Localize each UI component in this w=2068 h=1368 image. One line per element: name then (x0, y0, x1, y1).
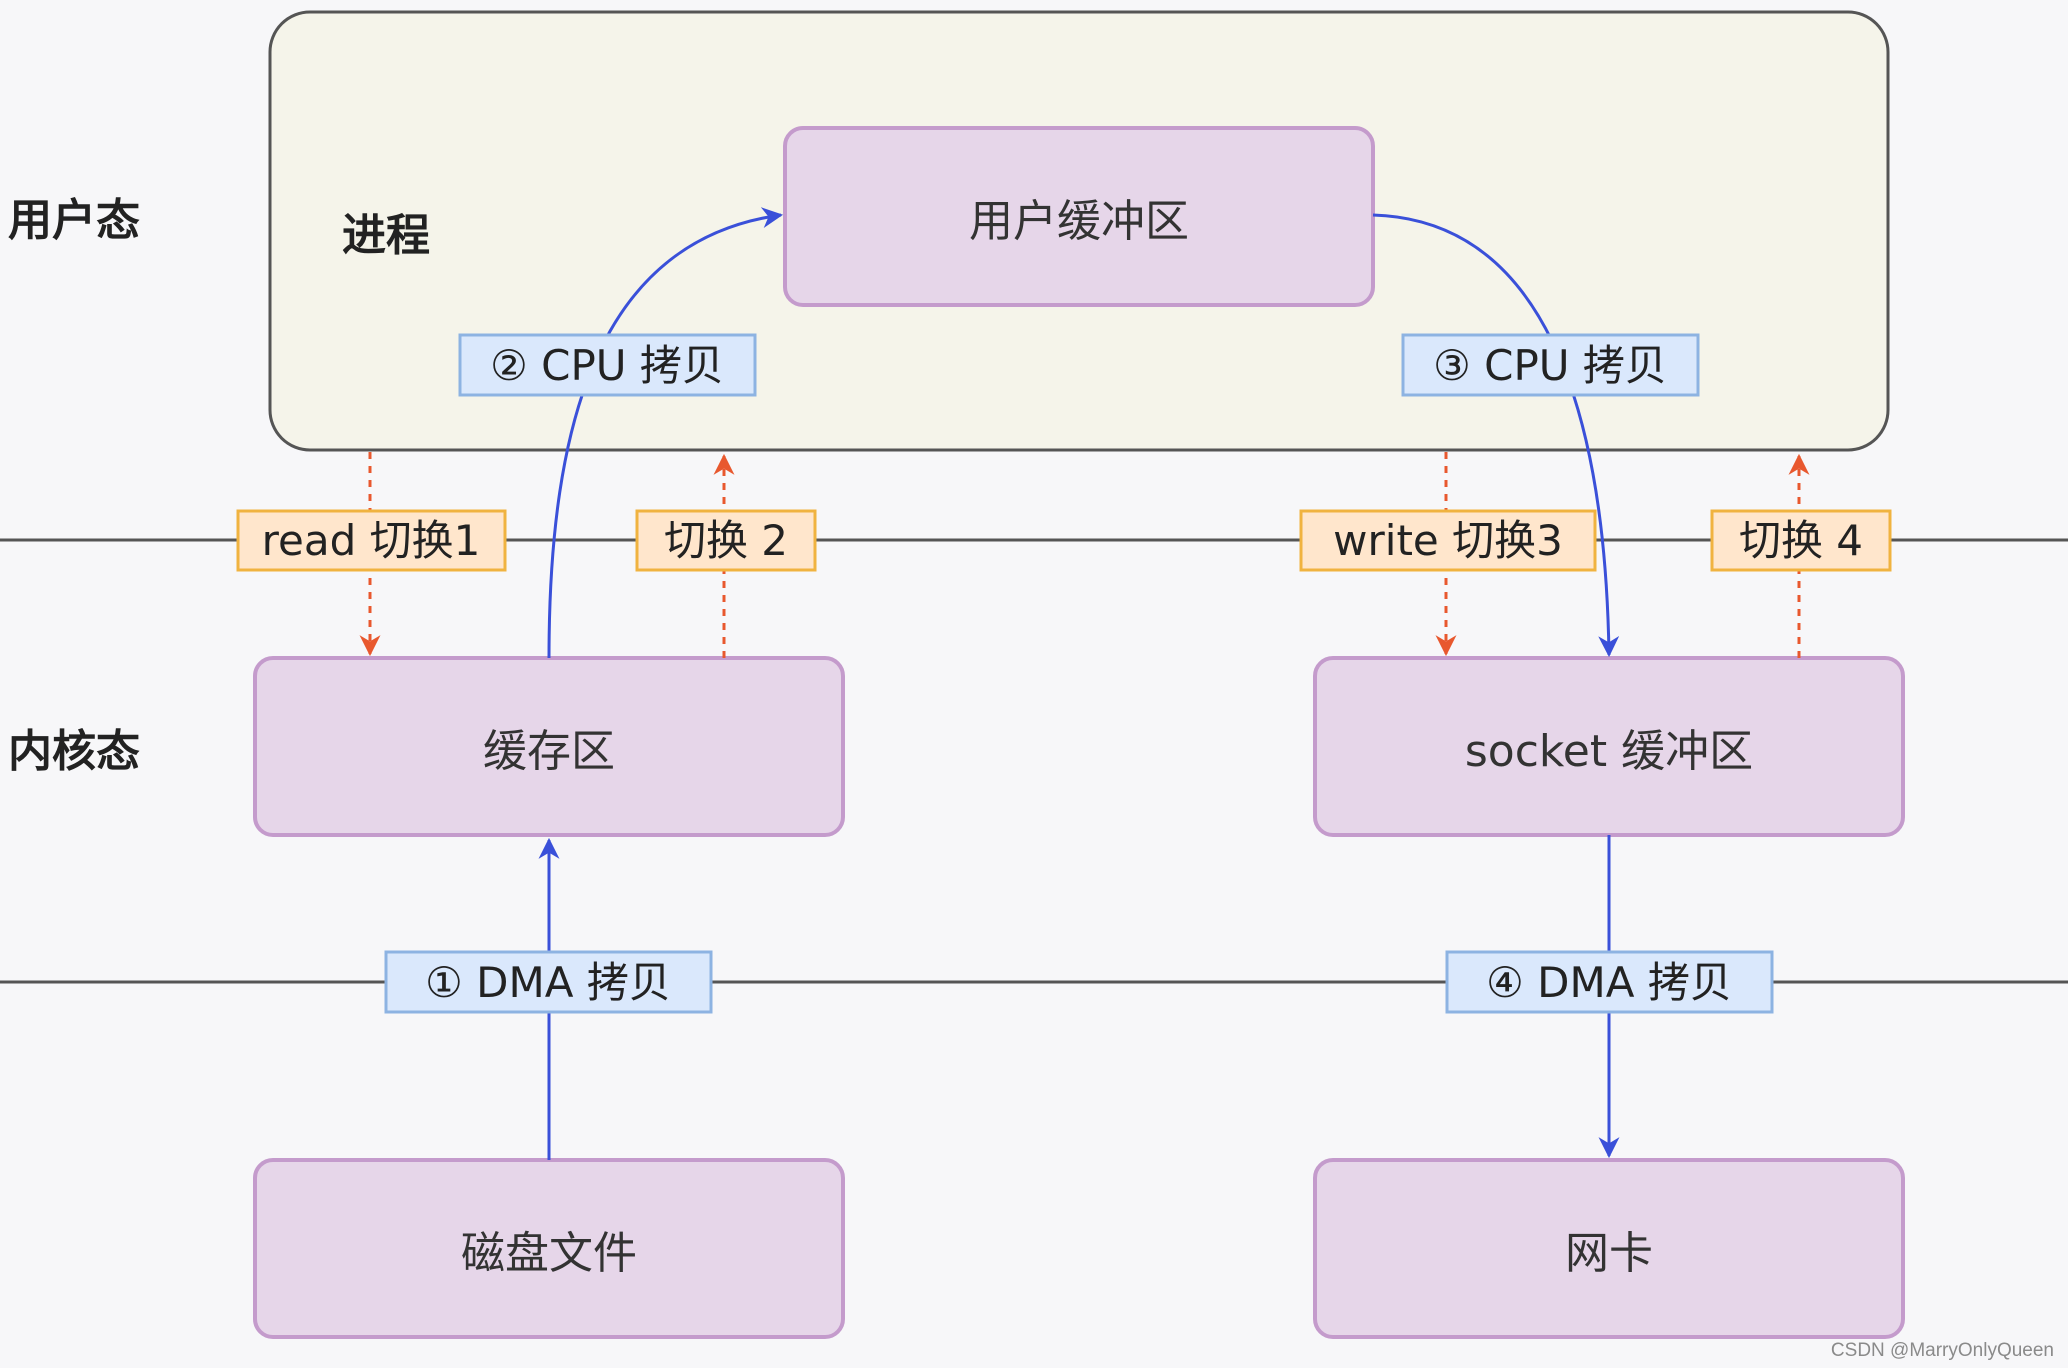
switch-1-tag (236, 509, 507, 572)
cpu-copy-2-label: ② CPU 拷贝 (490, 341, 724, 390)
dma-copy-1-label: ① DMA 拷贝 (425, 958, 671, 1007)
switch-1-label: read 切换1 (262, 516, 481, 565)
switch-3-label: write 切换3 (1333, 516, 1563, 565)
watermark: CSDN @MarryOnlyQueen (1831, 1340, 2054, 1361)
page-cache-label: 缓存区 (483, 726, 615, 777)
disk-file-label: 磁盘文件 (461, 1228, 637, 1279)
dma-copy-4-tag (1445, 950, 1774, 1014)
cpu-copy-3-tag (1401, 333, 1700, 397)
process-label: 进程 (342, 210, 430, 261)
socket-buffer-label: socket 缓冲区 (1465, 726, 1753, 777)
cpu-copy-3-label: ③ CPU 拷贝 (1433, 341, 1667, 390)
switch-2-tag (635, 509, 817, 572)
nic-label: 网卡 (1565, 1228, 1653, 1279)
cpu-copy-2-tag (458, 333, 757, 397)
switch-4-label: 切换 4 (1739, 516, 1863, 565)
switch-4-tag (1710, 509, 1892, 572)
nic-box (1313, 1158, 1905, 1339)
dma-copy-4-label: ④ DMA 拷贝 (1486, 958, 1732, 1007)
dma-copy-1-tag (384, 950, 713, 1014)
zone-label-user: 用户态 (8, 195, 140, 246)
zone-label-kernel: 内核态 (8, 726, 140, 777)
switch-2-label: 切换 2 (664, 516, 788, 565)
switch-3-tag (1299, 509, 1597, 572)
user-buffer-label: 用户缓冲区 (969, 196, 1189, 247)
